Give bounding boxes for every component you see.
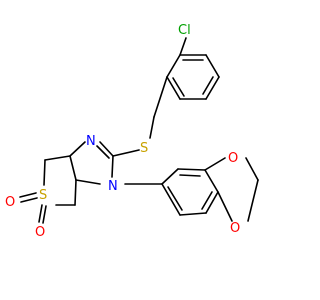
bond-s-o-bottom-a	[38, 204, 43, 223]
molecule-structure: Cl S N N S O O O O	[5, 23, 259, 240]
benzodioxole-benzene-ring	[161, 168, 219, 216]
bond-s-o-left-b	[20, 197, 38, 203]
dioxole-ring	[204, 157, 259, 222]
bond-ring-chlorine	[179, 37, 187, 56]
bond-ring-ch2	[153, 76, 168, 118]
atom-oxygen-sulfone-left-label: O	[5, 195, 15, 210]
atom-oxygen-sulfone-bottom-label: O	[35, 225, 45, 240]
atom-sulfur-sulfone-label: S	[39, 188, 47, 203]
bond-s-o-bottom-b	[42, 205, 47, 224]
sulfolane-ring	[43, 155, 77, 206]
bond-s-c2	[112, 149, 140, 157]
atom-oxygen-dioxole-upper-label: O	[228, 151, 238, 166]
atom-nitrogen-amine-label: N	[108, 179, 118, 194]
atom-sulfur-thioether-label: S	[140, 141, 148, 156]
bond-s-o-left-a	[19, 192, 37, 198]
atom-chlorine-label: Cl	[178, 23, 191, 38]
chlorophenyl-ring	[166, 54, 220, 100]
atom-nitrogen-imine-label: N	[86, 134, 96, 149]
imidazoline-ring	[69, 141, 114, 185]
bond-ch2-s	[149, 116, 155, 139]
atom-oxygen-dioxole-lower-label: O	[230, 221, 240, 236]
